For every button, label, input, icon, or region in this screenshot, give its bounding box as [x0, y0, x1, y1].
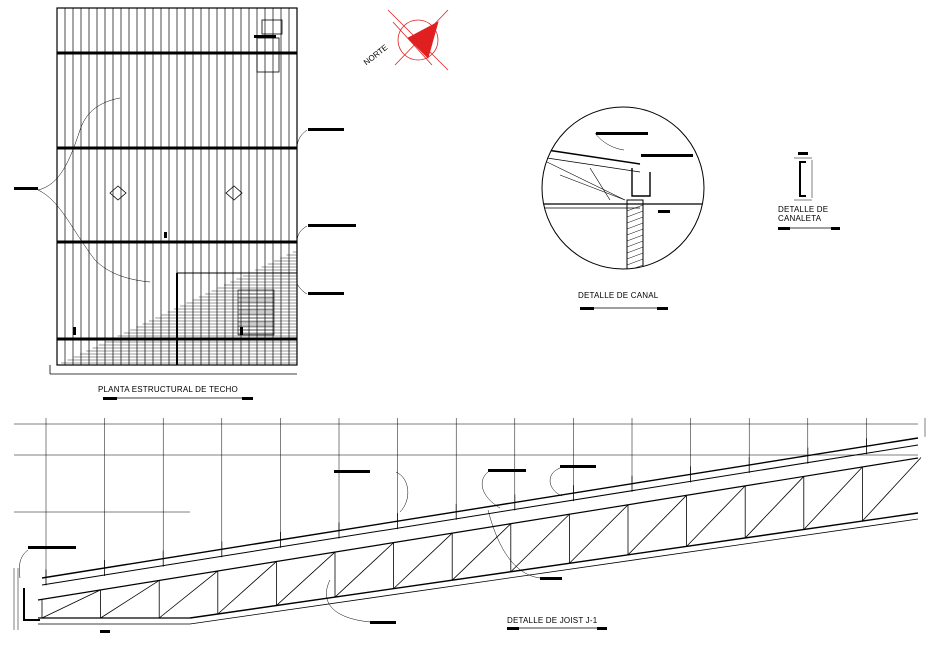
joist-diagonal — [334, 542, 394, 598]
canaleta-detail-title-line2: CANALETA — [778, 214, 822, 223]
joist-diagonal — [744, 476, 805, 539]
joist-diagonal — [393, 532, 453, 589]
north-arrow — [387, 9, 449, 71]
joist-diagonal — [510, 513, 570, 573]
canal-hatch-line — [626, 264, 644, 269]
canal-hatch-line — [626, 234, 644, 242]
joist-diagonal — [686, 485, 746, 547]
canal-hatch-line — [626, 222, 644, 230]
canal-hatch-line — [626, 210, 644, 218]
canal-detail — [541, 106, 705, 310]
roof-plan-title: PLANTA ESTRUCTURAL DE TECHO — [98, 385, 238, 394]
canal-hatch-line — [626, 246, 644, 254]
joist-diagonal — [862, 457, 922, 522]
canal-hatch-line — [626, 204, 644, 212]
canaleta-detail-title-line1: DETALLE DE — [778, 205, 829, 214]
canaleta-detail — [778, 152, 840, 230]
joist-diagonal — [627, 495, 687, 556]
canal-hatch-line — [626, 216, 644, 224]
joist-detail-title: DETALLE DE JOIST J-1 — [507, 616, 598, 625]
canal-hatch-line — [626, 240, 644, 248]
canal-hatch-line — [626, 252, 644, 260]
roof-plan — [14, 7, 356, 400]
joist-detail — [13, 418, 926, 633]
joist-diagonal — [158, 570, 219, 619]
canal-detail-title: DETALLE DE CANAL — [578, 291, 659, 300]
canal-hatch-line — [626, 228, 644, 236]
joist-diagonal — [803, 466, 863, 530]
canal-hatch-line — [626, 258, 644, 266]
joist-diagonal — [217, 561, 277, 615]
joist-diagonal — [41, 589, 101, 619]
joist-diagonal — [276, 551, 336, 606]
joist-diagonal — [100, 580, 160, 619]
joist-diagonal — [451, 523, 512, 581]
joist-diagonal — [569, 504, 629, 564]
